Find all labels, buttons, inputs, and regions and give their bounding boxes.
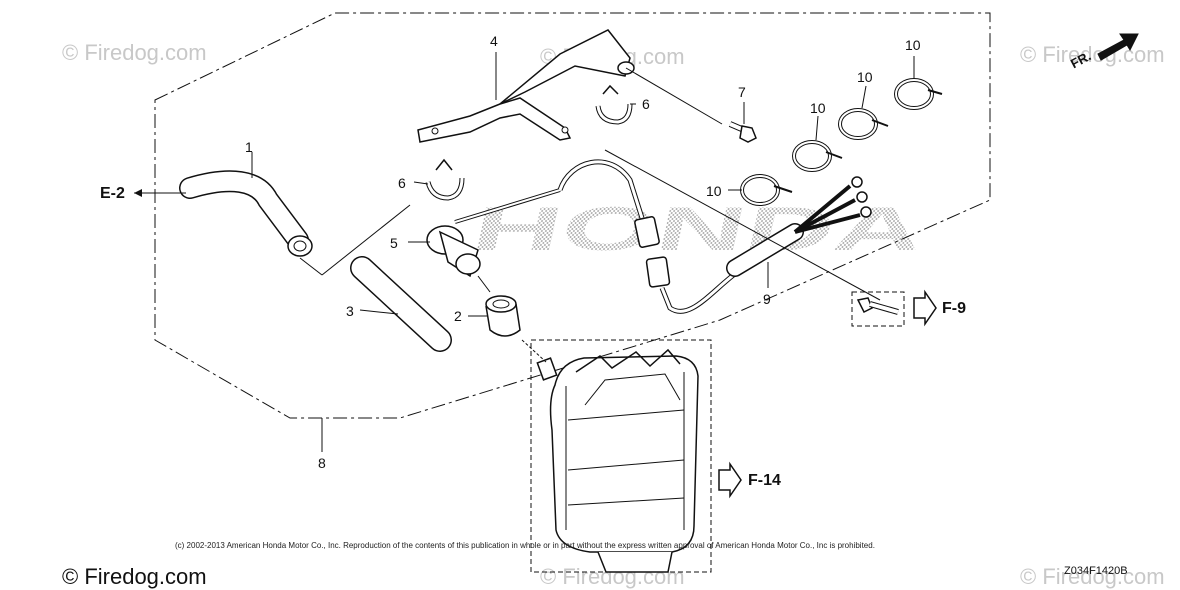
callout-4: 4 [490,33,498,49]
connector-upper [634,216,660,248]
ref-f9-label: F-9 [942,300,966,317]
watermark-top-right: © Firedog.com [1020,42,1165,67]
callout-5: 5 [390,235,398,251]
diagram-code: Z034F1420B [1064,565,1128,577]
part-1-hose-fill [180,171,308,250]
callout-6b: 6 [398,175,406,191]
watermark-top-left: © Firedog.com [62,40,207,65]
callout-3: 3 [346,303,354,319]
ref-e2-label: E-2 [100,185,125,202]
fuel-tank [536,348,699,573]
connector-lower [645,256,671,288]
callout-10a: 10 [905,37,921,53]
callout-2: 2 [454,308,462,324]
part-7-bolt [739,125,757,143]
ref-f14-label: F-14 [748,472,781,489]
callout-8: 8 [318,455,326,471]
part-10-clamps [740,78,943,206]
callout-6a: 6 [642,96,650,112]
arrow-f14-icon [718,461,742,499]
callout-10b: 10 [857,69,873,85]
callout-9: 9 [763,291,771,307]
copyright-notice: (c) 2002-2013 American Honda Motor Co., … [175,541,875,550]
callout-7: 7 [738,84,746,100]
kit-outline [154,12,991,419]
bolt-f9 [856,297,873,314]
site-credit: © Firedog.com [62,564,207,589]
part-4-bracket [417,97,572,143]
callout-1: 1 [245,139,253,155]
callout-10c: 10 [810,100,826,116]
honda-watermark: HONDA [466,195,931,264]
arrow-f9-icon [913,289,937,327]
watermark-bottom-right: © Firedog.com [1020,564,1165,589]
front-direction-arrow-icon [1097,33,1139,61]
fuel-tank-box [530,339,712,573]
bolt-box [851,291,905,327]
callout-10d: 10 [706,183,722,199]
